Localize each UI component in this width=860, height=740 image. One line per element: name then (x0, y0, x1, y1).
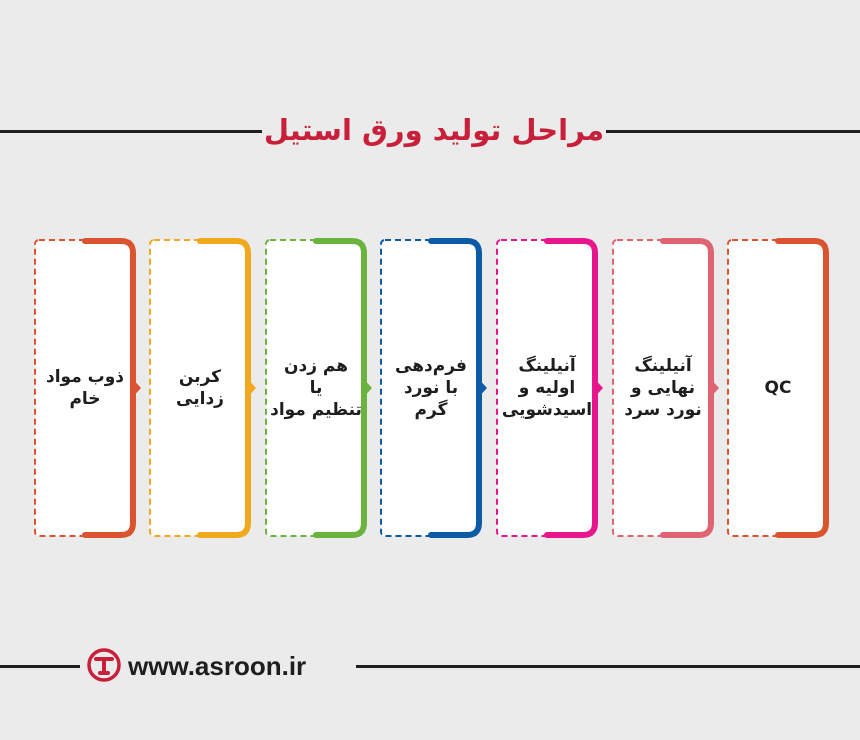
step-frame (612, 238, 719, 538)
step-frame (149, 238, 256, 538)
title-rule-right (606, 130, 860, 133)
step-label: آنیلینگ اولیه و اسیدشویی (501, 356, 593, 420)
step-frame (380, 238, 487, 538)
website-url[interactable]: www.asroon.ir (128, 651, 307, 681)
step-frame (265, 238, 372, 538)
page-title: مراحل تولید ورق استیل (263, 113, 605, 147)
process-step-4: فرم‌دهی با نورد گرم (379, 238, 487, 538)
step-frame (496, 238, 603, 538)
step-label: فرم‌دهی با نورد گرم (395, 356, 467, 420)
title-rule-left (0, 130, 262, 133)
step-label: QC (764, 378, 792, 398)
asroon-logo-icon (87, 648, 121, 682)
step-label: ذوب مواد خام (45, 367, 125, 409)
step-label: کربن زدایی (176, 367, 224, 409)
process-step-7: QC (726, 238, 830, 538)
process-step-2: کربن زدایی (148, 238, 256, 538)
step-frame (727, 238, 829, 538)
process-step-6: آنیلینگ نهایی و نورد سرد (611, 238, 719, 538)
footer-rule-left (0, 665, 80, 668)
process-step-5: آنیلینگ اولیه و اسیدشویی (495, 238, 603, 538)
footer-rule-right (356, 665, 860, 668)
step-frame (34, 238, 141, 538)
step-label: آنیلینگ نهایی و نورد سرد (624, 356, 702, 420)
step-label: هم زدن یا تنظیم مواد (270, 356, 362, 420)
process-step-3: هم زدن یا تنظیم مواد (264, 238, 372, 538)
process-step-1: ذوب مواد خام (33, 238, 141, 538)
